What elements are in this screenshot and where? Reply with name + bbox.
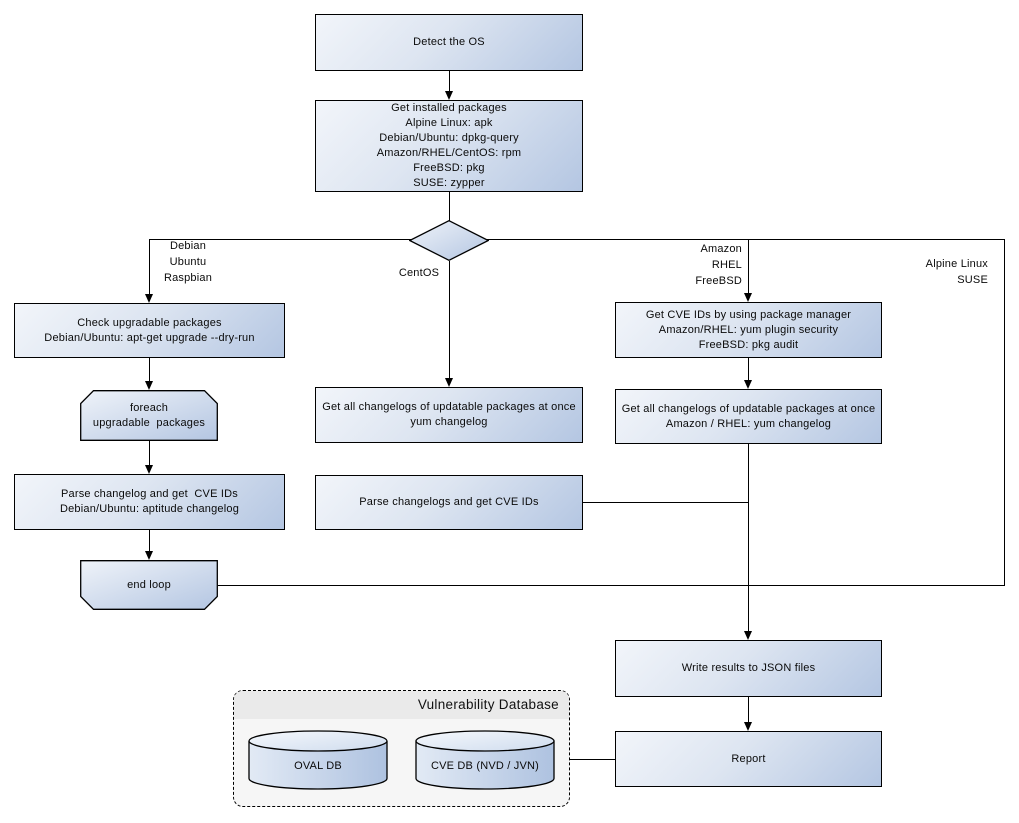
connector-parsecentos-to-main	[583, 502, 748, 503]
database-cylinder-icon	[415, 730, 555, 790]
cve-db-cylinder: CVE DB (NVD / JVN)	[415, 730, 555, 790]
database-cylinder-icon	[248, 730, 388, 790]
node-parse-changelogs-centos: Parse changelogs and get CVE IDs	[315, 475, 583, 530]
node-end-loop: end loop	[80, 560, 218, 610]
arrowhead-icon	[743, 631, 752, 640]
loop-start-icon	[80, 390, 218, 441]
node-label: Parse changelogs and get CVE IDs	[359, 496, 539, 508]
branch-label-centos: CentOS	[398, 267, 440, 279]
node-label: Parse changelog and get CVE IDs Debian/U…	[59, 488, 240, 515]
node-get-all-changelogs-amazon: Get all changelogs of updatable packages…	[615, 389, 882, 444]
node-label: Check upgradable packages Debian/Ubuntu:…	[44, 316, 255, 344]
connector-alpine-branch	[1004, 240, 1005, 586]
node-parse-changelog-debian: Parse changelog and get CVE IDs Debian/U…	[14, 474, 285, 530]
node-label: Write results to JSON files	[681, 662, 816, 674]
node-get-installed-packages: Get installed packages Alpine Linux: apk…	[315, 100, 583, 192]
node-label: Detect the OS	[413, 36, 485, 48]
arrowhead-icon	[743, 722, 752, 731]
connector-debian-branch	[149, 240, 150, 295]
arrowhead-icon	[444, 91, 453, 100]
node-write-results-json: Write results to JSON files	[615, 640, 882, 697]
db-label: OVAL DB	[294, 760, 342, 772]
node-report: Report	[615, 731, 882, 787]
branch-label-debian: Debian Ubuntu Raspbian	[163, 240, 213, 284]
diamond-icon	[409, 220, 489, 261]
arrowhead-icon	[743, 380, 752, 389]
connector-db-to-report	[570, 759, 615, 760]
connector-parse-to-endloop	[149, 530, 150, 552]
connector-detect-to-installed	[449, 71, 450, 92]
vulnerability-database-title: Vulnerability Database	[417, 697, 559, 712]
connector-amazon-branch	[748, 240, 749, 294]
connector-check-to-foreach	[149, 358, 150, 382]
branch-label-alpine: Alpine Linux SUSE	[925, 258, 988, 286]
connector-cveids-to-changelogs	[748, 358, 749, 381]
node-label: Get CVE IDs by using package manager Ama…	[645, 308, 852, 351]
arrowhead-icon	[743, 293, 752, 302]
connector-endloop-to-main	[218, 585, 1005, 586]
node-label: Report	[731, 752, 766, 765]
node-foreach-loop-start: foreach upgradable packages	[80, 390, 218, 441]
connector-centos-branch	[449, 261, 450, 379]
os-decision-diamond	[409, 220, 489, 261]
node-label: Get installed packages Alpine Linux: apk…	[376, 102, 522, 189]
connector-branch-rail	[149, 239, 1005, 240]
vulnerability-database-header	[234, 691, 569, 719]
arrowhead-icon	[444, 378, 453, 387]
arrowhead-icon	[144, 381, 153, 390]
connector-foreach-to-parse	[149, 441, 150, 466]
loop-end-icon	[80, 560, 218, 610]
node-get-cve-ids-package-manager: Get CVE IDs by using package manager Ama…	[615, 302, 882, 358]
branch-label-amazon: Amazon RHEL FreeBSD	[695, 243, 742, 287]
node-get-all-changelogs-centos: Get all changelogs of updatable packages…	[315, 387, 583, 443]
db-label: CVE DB (NVD / JVN)	[430, 760, 540, 772]
oval-db-cylinder: OVAL DB	[248, 730, 388, 790]
connector-write-to-report	[748, 697, 749, 723]
connector-changelogs-to-write	[748, 444, 749, 632]
connector-installed-to-decision	[449, 192, 450, 221]
arrowhead-icon	[144, 551, 153, 560]
node-label: foreach upgradable packages	[92, 401, 206, 429]
arrowhead-icon	[144, 465, 153, 474]
arrowhead-icon	[144, 294, 153, 303]
node-label: end loop	[127, 578, 171, 591]
node-label: Get all changelogs of updatable packages…	[322, 401, 576, 428]
node-detect-os: Detect the OS	[315, 14, 583, 71]
node-check-upgradable-packages: Check upgradable packages Debian/Ubuntu:…	[14, 303, 285, 358]
node-label: Get all changelogs of updatable packages…	[621, 402, 876, 430]
